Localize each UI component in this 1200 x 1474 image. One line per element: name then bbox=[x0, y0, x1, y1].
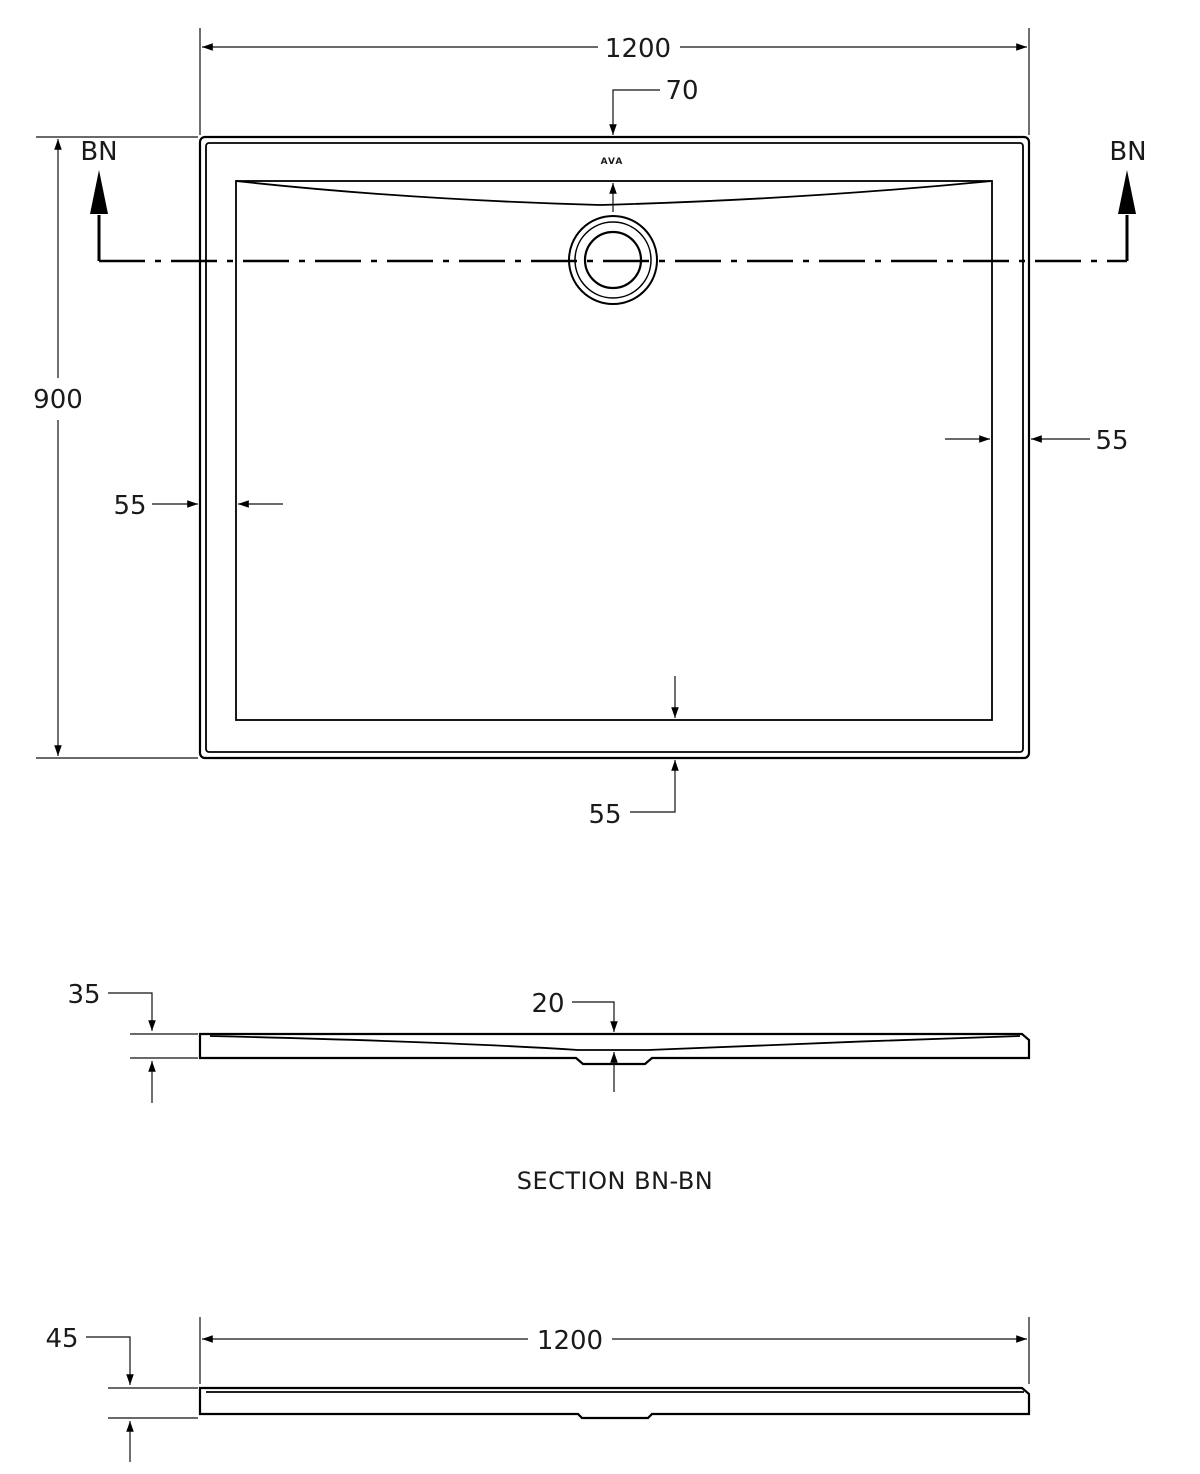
rim-height-label: 35 bbox=[67, 980, 100, 1010]
rim-bottom-dimension: 55 bbox=[588, 676, 679, 830]
rim-left-dimension: 55 bbox=[113, 491, 283, 521]
section-marker-left: BN bbox=[80, 137, 117, 167]
rim-height-dimension: 35 bbox=[67, 980, 198, 1103]
tray-rim-line bbox=[205, 142, 1024, 753]
tray-basin bbox=[235, 180, 993, 721]
side-height-dimension: 45 bbox=[45, 1324, 198, 1462]
section-arrow-left-icon bbox=[90, 170, 108, 214]
section-line-bn: BN BN bbox=[80, 137, 1147, 263]
fall-depth-label: 20 bbox=[531, 989, 564, 1019]
rim-left-label: 55 bbox=[113, 491, 146, 521]
rear-slope-curve bbox=[235, 180, 993, 206]
brand-logo: AVA bbox=[601, 157, 624, 167]
rim-right-label: 55 bbox=[1095, 426, 1128, 456]
section-view: 35 20 SECTION BN-BN bbox=[67, 980, 1031, 1195]
section-arrow-right-icon bbox=[1118, 170, 1136, 214]
depth-dimension: 900 bbox=[33, 136, 198, 759]
waste-offset-dimension: 70 bbox=[609, 76, 699, 212]
width-dimension: 1200 bbox=[199, 28, 1030, 135]
plan-view: 1200 900 AVA bbox=[33, 28, 1147, 830]
side-profile bbox=[198, 1386, 1031, 1420]
width-label: 1200 bbox=[605, 34, 671, 64]
tray-outline bbox=[198, 135, 1031, 760]
side-view: 1200 45 bbox=[45, 1317, 1031, 1462]
section-caption: SECTION BN-BN bbox=[517, 1167, 714, 1195]
side-width-label: 1200 bbox=[537, 1326, 603, 1356]
depth-label: 900 bbox=[33, 385, 83, 415]
section-slope-line bbox=[209, 1035, 1021, 1051]
section-marker-right: BN bbox=[1109, 137, 1146, 167]
waste-offset-label: 70 bbox=[665, 76, 698, 106]
rim-bottom-label: 55 bbox=[588, 800, 621, 830]
fall-depth-dimension: 20 bbox=[531, 989, 618, 1092]
side-height-label: 45 bbox=[45, 1324, 78, 1354]
rim-right-dimension: 55 bbox=[945, 426, 1129, 456]
